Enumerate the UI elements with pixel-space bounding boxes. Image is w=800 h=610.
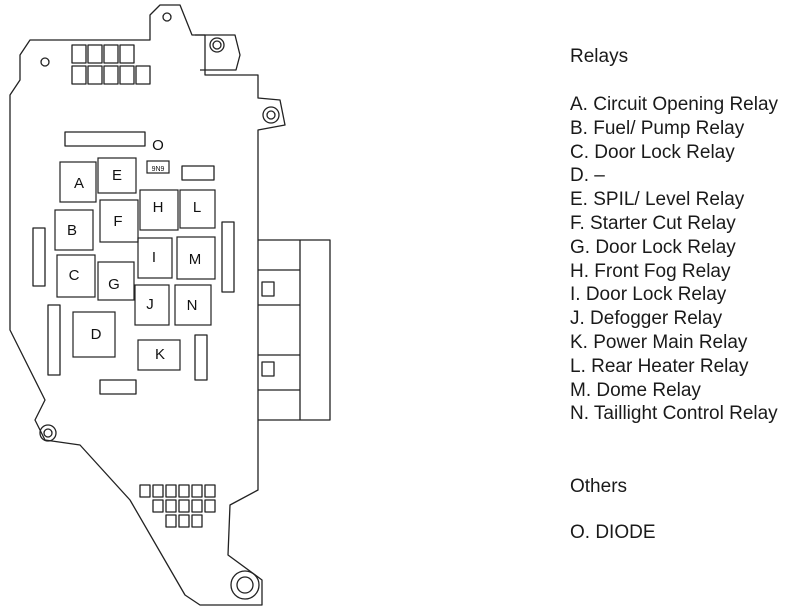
relays-heading: Relays bbox=[570, 46, 629, 67]
relay-entry: N. Taillight Control Relay bbox=[570, 403, 778, 425]
relay-entry: C. Door Lock Relay bbox=[570, 141, 735, 163]
diode-code: 9N9 bbox=[152, 166, 165, 173]
relay-label-e: E bbox=[112, 167, 122, 184]
relay-label-b: B bbox=[67, 222, 77, 239]
relay-label-a: A bbox=[74, 175, 84, 192]
relay-label-f: F bbox=[113, 213, 122, 230]
relay-j-box bbox=[134, 284, 170, 326]
others-list: O. DIODE bbox=[570, 522, 656, 544]
fuse-slots bbox=[32, 131, 235, 395]
relay-label-m: M bbox=[189, 251, 202, 268]
others-heading: Others bbox=[570, 476, 628, 497]
top-bracket bbox=[195, 34, 241, 71]
relay-i-box bbox=[137, 237, 173, 279]
diode-box bbox=[146, 160, 170, 174]
relay-label-c: C bbox=[69, 267, 80, 284]
relay-label-h: H bbox=[153, 199, 164, 216]
relay-entry: L. Rear Heater Relay bbox=[570, 355, 749, 377]
top-connector-grid bbox=[71, 44, 151, 85]
relay-f-box bbox=[99, 199, 139, 243]
relay-m-box bbox=[176, 236, 216, 280]
relay-label-l: L bbox=[193, 199, 201, 216]
relay-k-box bbox=[137, 339, 181, 371]
bottom-connector-grid bbox=[139, 484, 216, 528]
side-connector bbox=[258, 239, 331, 421]
diode-label: O bbox=[152, 137, 164, 154]
relay-a-box bbox=[59, 161, 97, 203]
relay-entry: K. Power Main Relay bbox=[570, 331, 748, 353]
relay-g-box bbox=[97, 261, 135, 301]
relay-d-box bbox=[72, 311, 116, 358]
relay-entry: E. SPIL/ Level Relay bbox=[570, 189, 745, 211]
relay-label-i: I bbox=[152, 249, 156, 266]
relay-h-box bbox=[139, 189, 179, 231]
relay-entry: H. Front Fog Relay bbox=[570, 260, 731, 282]
others-entry: O. DIODE bbox=[570, 522, 656, 543]
relay-entry: F. Starter Cut Relay bbox=[570, 212, 736, 234]
relay-n-box bbox=[174, 284, 212, 326]
relay-list: A. Circuit Opening Relay B. Fuel/ Pump R… bbox=[570, 93, 778, 426]
fuse-box-diagram: A E B F H L C G I M J N D K O 9N9 bbox=[9, 4, 331, 606]
relay-label-j: J bbox=[146, 296, 154, 313]
relay-label-n: N bbox=[187, 297, 198, 314]
relay-entry: I. Door Lock Relay bbox=[570, 284, 727, 306]
relay-entry: A. Circuit Opening Relay bbox=[570, 94, 779, 115]
relay-entry: J. Defogger Relay bbox=[570, 308, 723, 330]
relay-label-d: D bbox=[91, 326, 102, 343]
relay-e-box bbox=[97, 157, 137, 194]
relay-b-box bbox=[54, 209, 94, 251]
relay-entry: B. Fuel/ Pump Relay bbox=[570, 117, 745, 139]
relay-label-k: K bbox=[155, 346, 165, 363]
relay-entry: M. Dome Relay bbox=[570, 379, 701, 401]
relay-entry: D. – bbox=[570, 165, 605, 187]
relay-c-box bbox=[56, 254, 96, 298]
relay-l-box bbox=[179, 189, 216, 229]
relay-entry: G. Door Lock Relay bbox=[570, 236, 736, 258]
housing-outline bbox=[9, 4, 286, 606]
relay-label-g: G bbox=[108, 276, 120, 293]
